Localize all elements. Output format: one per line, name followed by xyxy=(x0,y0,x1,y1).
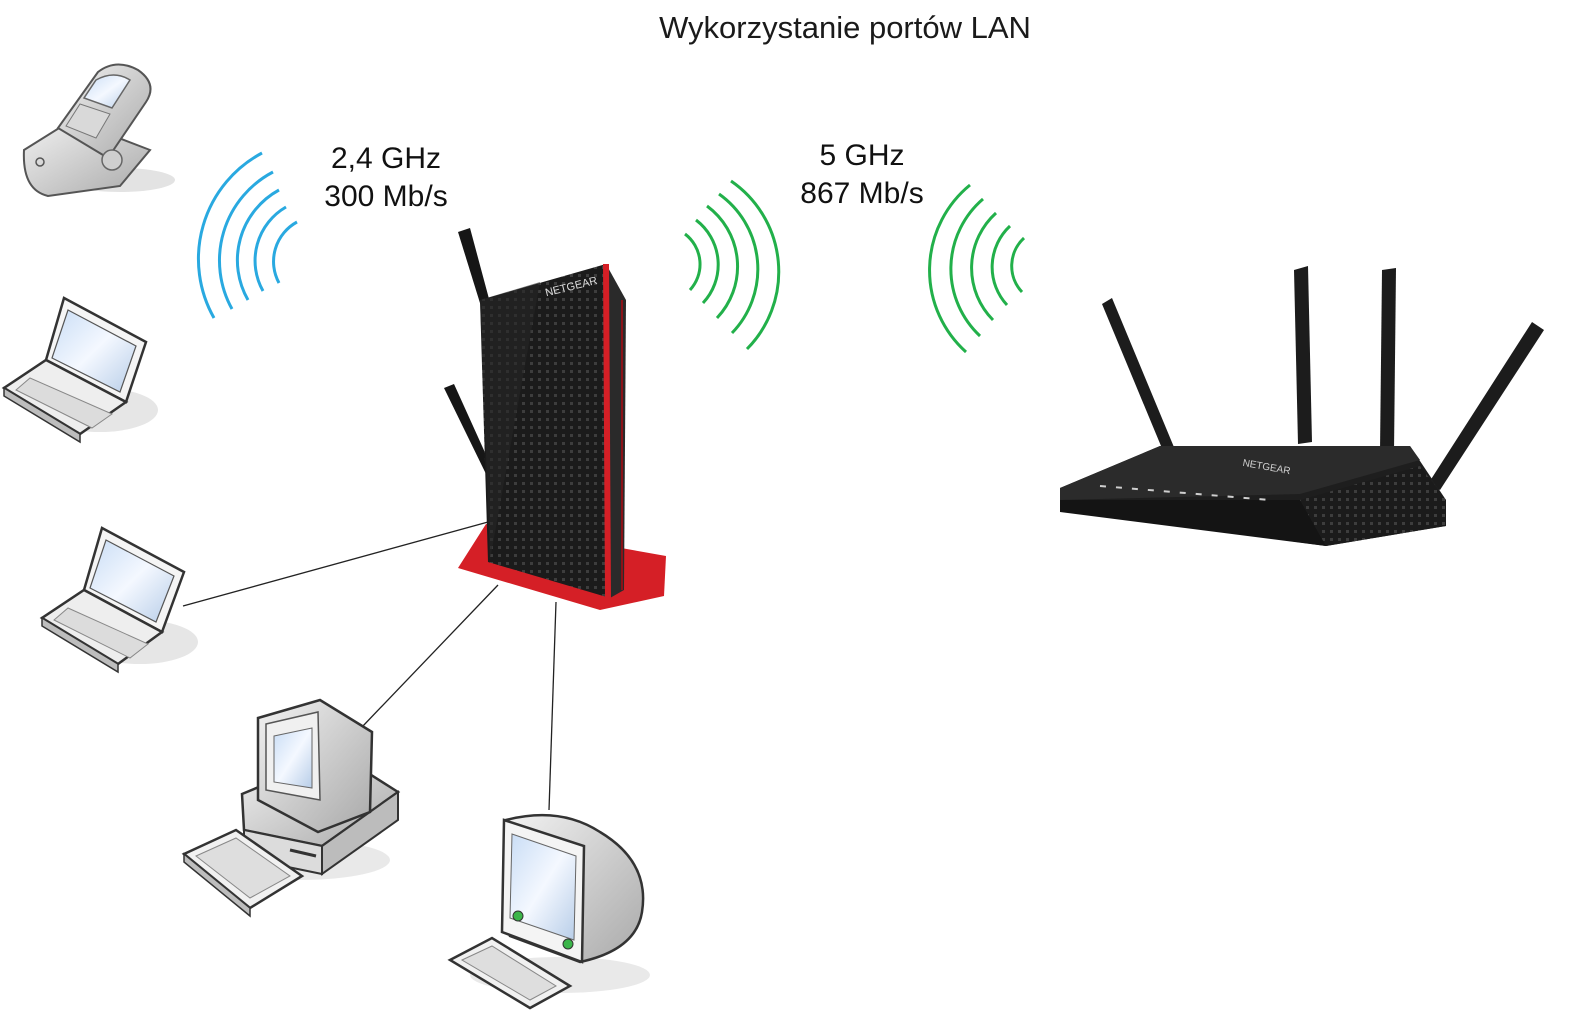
mobile-phone-icon xyxy=(22,63,175,198)
crt-computer-icon xyxy=(447,813,650,1010)
lan-cables xyxy=(182,521,557,811)
laptop-wired-icon xyxy=(39,526,198,674)
range-extender-device: NETGEAR xyxy=(444,228,666,610)
band-5-label: 5 GHz 867 Mb/s xyxy=(772,137,952,213)
band-24-frequency: 2,4 GHz xyxy=(330,142,442,175)
wifi-24-waves-icon xyxy=(196,151,298,319)
wifi-5-waves-extender-icon xyxy=(684,179,781,351)
wifi-5-waves-router-icon xyxy=(928,183,1026,354)
desktop-pc-icon xyxy=(181,698,401,918)
cable-to-desktop-pc xyxy=(361,584,499,728)
band-5-speed: 867 Mb/s xyxy=(800,177,924,210)
diagram-title: Wykorzystanie portów LAN xyxy=(659,10,1031,45)
cable-to-laptop xyxy=(182,521,489,607)
laptop-wireless-icon xyxy=(1,296,158,444)
band-24-speed: 300 Mb/s xyxy=(324,180,448,213)
wifi-router-device: NETGEAR xyxy=(1060,266,1544,546)
band-5-frequency: 5 GHz xyxy=(819,139,905,172)
band-24-label: 2,4 GHz 300 Mb/s xyxy=(296,140,476,216)
cable-to-imac xyxy=(548,601,557,811)
